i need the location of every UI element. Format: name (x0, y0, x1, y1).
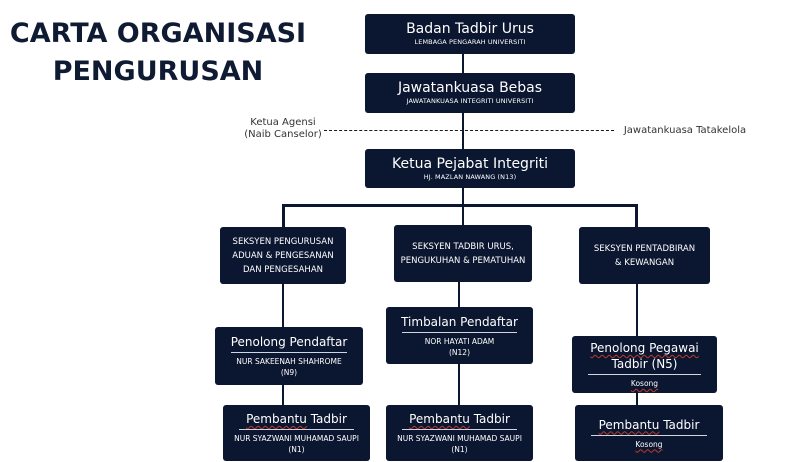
connector (458, 363, 460, 406)
section-pentadbiran-kewangan[interactable]: SEKSYEN PENTADBIRAN & KEWANGAN (579, 227, 710, 284)
box-jawatankuasa-bebas[interactable]: Jawatankuasa Bebas JAWATANKUASA INTEGRIT… (365, 73, 575, 113)
staff-pembantu-tadbir-3[interactable]: Pembantu Tadbir Kosong (575, 405, 723, 461)
chart-title-line1: CARTA ORGANISASI (9, 18, 307, 49)
staff-grade: (N1) (451, 445, 468, 454)
connector (458, 281, 460, 308)
section-tadbir-urus[interactable]: SEKSYEN TADBIR URUS, PENGUKUHAN & PEMATU… (394, 225, 532, 282)
staff-penolong-pegawai-tadbir[interactable]: Penolong Pegawai Tadbir (N5) Kosong (572, 336, 717, 393)
staff-name: NOR HAYATI ADAM (424, 336, 495, 346)
staff-role-grade: Tadbir (N5) (611, 357, 678, 371)
staff-penolong-pendaftar[interactable]: Penolong Pendaftar NUR SAKEENAH SHAHROME… (215, 327, 363, 385)
connector (462, 53, 464, 74)
connector (282, 283, 284, 328)
connector (636, 392, 638, 406)
section-label-line: SEKSYEN TADBIR URUS, (412, 241, 514, 252)
divider (402, 331, 517, 333)
staff-name: NUR SAKEENAH SHAHROME (236, 357, 342, 366)
box-subtitle: LEMBAGA PENGARAH UNIVERSITI (414, 38, 526, 46)
staff-pembantu-tadbir-1[interactable]: Pembantu Tadbir NUR SYAZWANI MUHAMAD SAU… (223, 405, 370, 461)
staff-name: NUR SYAZWANI MUHAMAD SAUPI (397, 434, 522, 443)
connector (462, 187, 464, 227)
staff-role: Pembantu (598, 417, 660, 432)
section-label-line: PENGUKUHAN & PEMATUHAN (400, 255, 526, 266)
section-label-line: & KEWANGAN (614, 257, 675, 268)
box-subtitle: JAWATANKUASA INTEGRITI UNIVERSITI (406, 97, 534, 105)
connector (636, 283, 638, 337)
divider (591, 434, 707, 436)
staff-role: Pembantu (246, 412, 307, 426)
section-pengurusan-aduan[interactable]: SEKSYEN PENGURUSAN ADUAN & PENGESANAN DA… (220, 227, 346, 284)
connector (282, 384, 284, 406)
staff-pembantu-tadbir-2[interactable]: Pembantu Tadbir NUR SYAZWANI MUHAMAD SAU… (386, 405, 533, 461)
staff-grade: (N1) (288, 445, 305, 454)
chart-title-line2: PENGURUSAN (52, 56, 264, 87)
connector (635, 204, 638, 228)
side-label-left-line2: (Naib Canselor) (244, 129, 322, 140)
staff-role: Tadbir (306, 412, 347, 426)
side-label-left: Ketua Agensi (Naib Canselor) (238, 117, 328, 141)
staff-role: Timbalan Pendaftar (401, 314, 518, 329)
staff-role: Tadbir (469, 412, 510, 426)
staff-name: Kosong (630, 379, 659, 388)
staff-role: Pembantu (409, 412, 470, 426)
box-title: Jawatankuasa Bebas (397, 80, 543, 96)
staff-grade: (N12) (448, 347, 470, 357)
dashed-governance-line (324, 130, 614, 131)
connector (282, 204, 638, 207)
divider (587, 374, 702, 375)
side-label-left-line1: Ketua Agensi (250, 117, 316, 128)
divider (231, 352, 347, 353)
divider (402, 429, 517, 430)
staff-name: NUR SYAZWANI MUHAMAD SAUPI (234, 434, 359, 443)
staff-role: Tadbir (659, 417, 700, 432)
section-label-line: SEKSYEN PENGURUSAN (232, 236, 334, 247)
connector (282, 204, 285, 228)
box-badan-tadbir-urus[interactable]: Badan Tadbir Urus LEMBAGA PENGARAH UNIVE… (365, 14, 575, 54)
section-label-line: ADUAN & PENGESANAN (232, 250, 334, 261)
box-ketua-pejabat-integriti[interactable]: Ketua Pejabat Integriti HJ. MAZLAN NAWAN… (365, 149, 575, 188)
side-label-right: Jawatankuasa Tatakelola (623, 125, 747, 136)
staff-grade: (N9) (280, 368, 298, 377)
box-subtitle: HJ. MAZLAN NAWANG (N13) (423, 172, 517, 181)
box-title: Ketua Pejabat Integriti (392, 155, 548, 172)
connector (462, 112, 464, 150)
staff-role: Penolong Pendaftar (230, 335, 348, 349)
section-label-line: SEKSYEN PENTADBIRAN (593, 243, 696, 254)
section-label-line: DAN PENGESAHAN (242, 264, 323, 275)
divider (239, 429, 354, 430)
staff-name: Kosong (635, 439, 663, 449)
staff-role: Penolong Pegawai (590, 341, 699, 355)
box-title: Badan Tadbir Urus (406, 21, 534, 37)
staff-timbalan-pendaftar[interactable]: Timbalan Pendaftar NOR HAYATI ADAM (N12) (386, 307, 533, 364)
